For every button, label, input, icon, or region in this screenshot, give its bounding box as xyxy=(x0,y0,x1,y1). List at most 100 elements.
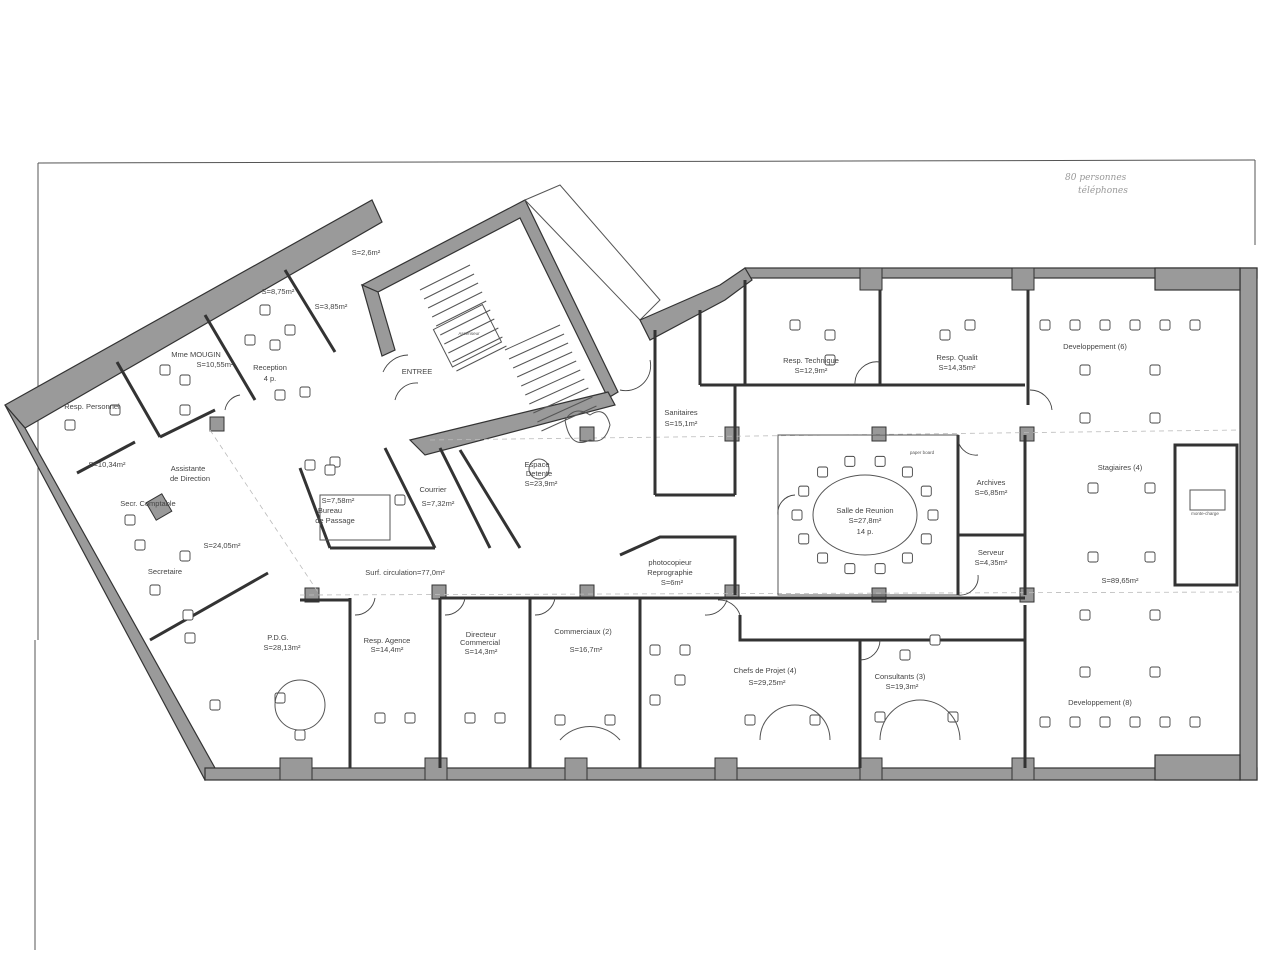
area-reprographie: S=6m² xyxy=(661,578,684,587)
chair-icon xyxy=(824,329,836,341)
chair-icon xyxy=(604,714,616,726)
stair-step xyxy=(431,291,483,318)
stair-step xyxy=(423,273,475,300)
chair-icon xyxy=(901,552,913,564)
stair-step xyxy=(427,282,479,309)
area-directeur-commercial: S=14,3m² xyxy=(465,647,498,656)
partitions xyxy=(76,269,1239,768)
chairs xyxy=(64,304,1201,741)
chair-icon xyxy=(1079,609,1091,621)
chair-icon xyxy=(1069,319,1081,331)
stair-step xyxy=(512,342,569,369)
stair-step xyxy=(435,300,487,327)
label-secr-comptable: Secr. Comptable xyxy=(120,499,175,508)
stair-step xyxy=(440,309,491,336)
area-sanitaires: S=15,1m² xyxy=(665,419,698,428)
chair-icon xyxy=(374,712,386,724)
area-commerciaux: S=16,7m² xyxy=(570,645,603,654)
area-mme-mougin: S=10,55m² xyxy=(197,360,234,369)
area-pdg: S=28,13m² xyxy=(264,643,301,652)
label-bureau-passage: Bureau xyxy=(318,506,342,515)
label-secretaire: Secretaire xyxy=(148,567,182,576)
label-serveur: Serveur xyxy=(978,548,1005,557)
elevator-shaft xyxy=(432,303,503,368)
chair-icon xyxy=(1144,482,1156,494)
chair-icon xyxy=(1129,319,1141,331)
label-bureau-passage-2: de Passage xyxy=(315,516,355,525)
handwritten-note: 80 personnes téléphones xyxy=(1065,173,1128,196)
label-resp-technique: Resp. Technique xyxy=(783,356,839,365)
doors xyxy=(224,354,1053,661)
chair-icon xyxy=(920,533,932,545)
chair-icon xyxy=(789,319,801,331)
chair-icon xyxy=(899,649,911,661)
area-consultants: S=19,3m² xyxy=(886,682,919,691)
chair-icon xyxy=(182,609,194,621)
label-ascenseur: Ascenseur xyxy=(458,331,480,336)
chair-icon xyxy=(394,494,406,506)
note-line-2: téléphones xyxy=(1078,185,1128,196)
area-resp-technique: S=12,9m² xyxy=(795,366,828,375)
chair-icon xyxy=(1149,412,1161,424)
chair-icon xyxy=(844,455,856,467)
chair-icon xyxy=(184,632,196,644)
chair-icon xyxy=(244,334,256,346)
chair-icon xyxy=(817,466,829,478)
area-archives: S=6,85m² xyxy=(975,488,1008,497)
area-assistante: S=24,05m² xyxy=(204,541,241,550)
chair-icon xyxy=(179,404,191,416)
chair-icon xyxy=(299,386,311,398)
capacity-salle-reunion: 14 p. xyxy=(857,527,874,536)
stair-step xyxy=(516,351,573,378)
area-espace-detente: S=23,9m² xyxy=(525,479,558,488)
stair-step xyxy=(537,396,593,423)
chair-icon xyxy=(901,466,913,478)
chair-icon xyxy=(798,485,810,497)
note-line-1: 80 personnes xyxy=(1065,173,1127,183)
stair-step xyxy=(452,336,503,363)
chair-icon xyxy=(1149,364,1161,376)
chair-icon xyxy=(109,404,121,416)
chair-icon xyxy=(920,485,932,497)
stair-step xyxy=(525,369,581,396)
area-courrier: S=7,32m² xyxy=(422,499,455,508)
chair-icon xyxy=(1149,666,1161,678)
chair-icon xyxy=(798,533,810,545)
chair-icon xyxy=(744,714,756,726)
meeting-table xyxy=(812,474,918,556)
label-directeur-commercial: Directeur xyxy=(466,630,497,639)
chair-icon xyxy=(1099,716,1111,728)
chair-icon xyxy=(179,550,191,562)
chair-icon xyxy=(304,459,316,471)
stair-step xyxy=(448,327,499,354)
chair-icon xyxy=(64,419,76,431)
chair-icon xyxy=(1039,716,1051,728)
label-salle-reunion: Salle de Reunion xyxy=(836,506,893,515)
chair-icon xyxy=(1129,716,1141,728)
label-reception: Reception xyxy=(253,363,287,372)
round-table xyxy=(528,458,550,480)
chair-icon xyxy=(1189,716,1201,728)
chair-icon xyxy=(269,339,281,351)
chair-icon xyxy=(964,319,976,331)
label-directeur-commercial-2: Commercial xyxy=(460,638,500,647)
chair-icon xyxy=(939,329,951,341)
chair-icon xyxy=(649,694,661,706)
label-espace-detente: Espace xyxy=(524,460,549,469)
label-archives: Archives xyxy=(977,478,1006,487)
chair-icon xyxy=(1069,716,1081,728)
label-chefs-projet: Chefs de Projet (4) xyxy=(734,666,797,675)
area-reception: S=8,75m² xyxy=(262,287,295,296)
label-commerciaux: Commerciaux (2) xyxy=(554,627,612,636)
label-assistante: Assistante xyxy=(171,464,206,473)
chair-icon xyxy=(554,714,566,726)
stair-step xyxy=(504,324,561,351)
chair-icon xyxy=(1079,412,1091,424)
area-resp-personnel: S=10,34m² xyxy=(89,460,126,469)
chair-icon xyxy=(1087,551,1099,563)
area-stagiaires: S=89,65m² xyxy=(1102,576,1139,585)
chair-icon xyxy=(134,539,146,551)
label-pdg: P.D.G. xyxy=(267,633,289,642)
chair-icon xyxy=(494,712,506,724)
